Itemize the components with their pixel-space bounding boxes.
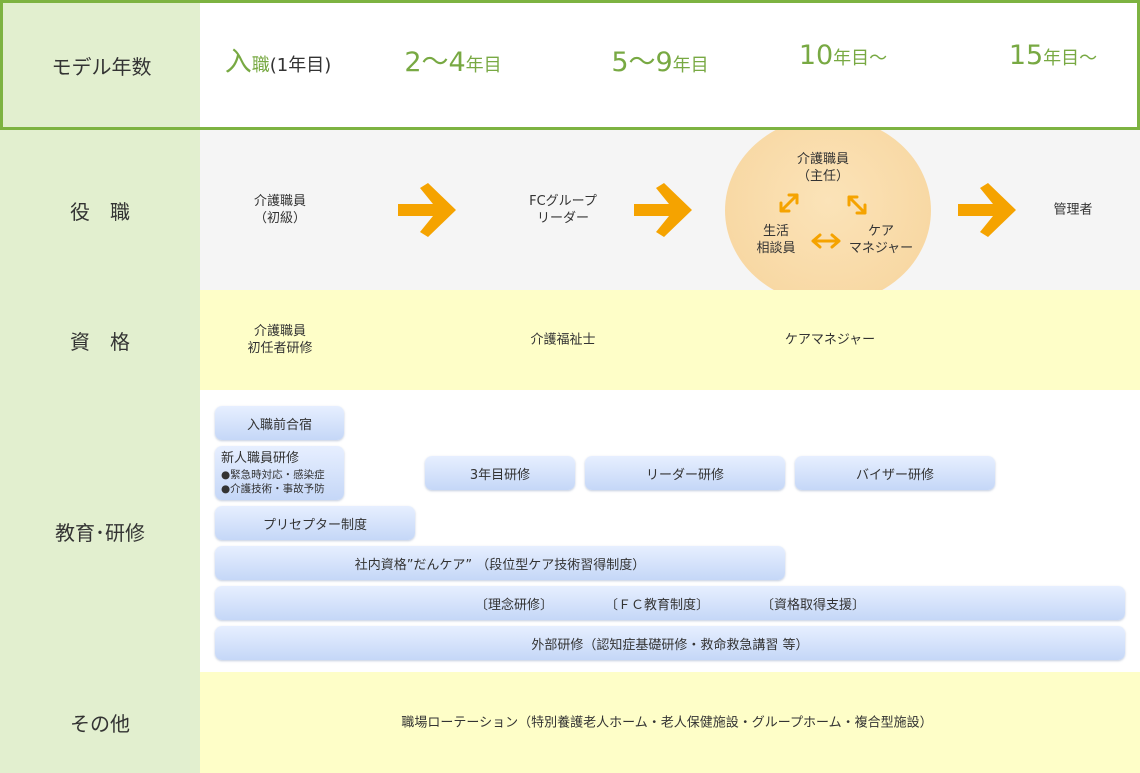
pre-training-pill: 入職前合宿 bbox=[215, 406, 344, 440]
role-stage-4: 管理者 bbox=[1053, 202, 1093, 218]
philosophy-item: 〔理念研修〕 bbox=[474, 597, 553, 613]
qualification-3: ケアマネジャー bbox=[784, 332, 876, 348]
new-staff-training-title: 新人職員研修 bbox=[221, 451, 300, 466]
year-unit: 年目～ bbox=[833, 48, 888, 69]
third-year-training-pill: 3年目研修 bbox=[425, 456, 575, 490]
education-label: 教育･研修 bbox=[0, 390, 200, 672]
year-big: 10 bbox=[798, 40, 834, 71]
year-big: 5～9 bbox=[611, 47, 673, 78]
year-unit: 年目 bbox=[465, 55, 502, 76]
double-arrow-diagonal-icon bbox=[847, 195, 867, 215]
philosophy-item: 〔資格取得支援〕 bbox=[761, 597, 866, 613]
circle-top-role: 介護職員 （主任） bbox=[796, 152, 850, 184]
role-label: 役 職 bbox=[0, 130, 200, 290]
philosophy-item: 〔ＦＣ教育制度〕 bbox=[604, 597, 709, 613]
year-unit: 職 bbox=[251, 55, 270, 76]
arrow-right-icon bbox=[634, 183, 692, 237]
other-label: その他 bbox=[0, 672, 200, 773]
new-staff-bullet: ●緊急時対応・感染症 bbox=[221, 469, 325, 481]
qualification-label: 資 格 bbox=[0, 290, 200, 390]
external-training-pill: 外部研修（認知症基礎研修・救命救急講習 等） bbox=[215, 626, 1125, 660]
year-entry-5: 15 年目～ bbox=[1009, 40, 1097, 90]
year-unit: 年目～ bbox=[1043, 48, 1098, 69]
year-entry-3: 5～9 年目 bbox=[611, 40, 708, 90]
double-arrow-diagonal-icon bbox=[779, 193, 799, 213]
arrow-right-icon bbox=[958, 183, 1016, 237]
philosophy-training-pill: 〔理念研修〕 〔ＦＣ教育制度〕 〔資格取得支援〕 bbox=[215, 586, 1125, 620]
rotation-text: 職場ローテーション（特別養護老人ホーム・老人保健施設・グループホーム・複合型施設… bbox=[401, 715, 933, 731]
qualification-row-bg bbox=[200, 290, 1140, 390]
years-label: モデル年数 bbox=[3, 3, 200, 127]
role-stage-1: 介護職員 （初級） bbox=[253, 194, 307, 226]
circle-right-role: ケア マネジャー bbox=[848, 224, 914, 256]
leader-training-pill: リーダー研修 bbox=[585, 456, 785, 490]
role-circle bbox=[725, 130, 931, 290]
year-big: 15 bbox=[1008, 40, 1044, 71]
advisor-training-pill: バイザー研修 bbox=[795, 456, 995, 490]
year-unit: 年目 bbox=[672, 55, 709, 76]
year-entry-4: 10 年目～ bbox=[799, 40, 887, 90]
qualification-2: 介護福祉士 bbox=[530, 332, 596, 348]
preceptor-system-pill: プリセプター制度 bbox=[215, 506, 415, 540]
double-arrow-horizontal-icon bbox=[811, 233, 841, 249]
new-staff-training-pill: 新人職員研修 ●緊急時対応・感染症 ●介護技術・事故予防 bbox=[215, 446, 344, 500]
qualification-1: 介護職員 初任者研修 bbox=[247, 324, 313, 356]
arrow-right-icon bbox=[398, 183, 456, 237]
year-entry-1: 入 職 (1年目) bbox=[225, 40, 332, 90]
circle-left-role: 生活 相談員 bbox=[756, 224, 796, 256]
year-entry-2: 2～4 年目 bbox=[404, 40, 501, 90]
year-big: 入 bbox=[224, 47, 252, 78]
year-big: 2～4 bbox=[404, 47, 466, 78]
new-staff-bullet: ●介護技術・事故予防 bbox=[221, 483, 325, 495]
internal-qualification-pill: 社内資格”だんケア” （段位型ケア技術習得制度） bbox=[215, 546, 785, 580]
other-row-bg bbox=[200, 672, 1140, 773]
role-stage-2: FCグループ リーダー bbox=[529, 194, 597, 226]
year-paren: (1年目) bbox=[269, 55, 332, 76]
